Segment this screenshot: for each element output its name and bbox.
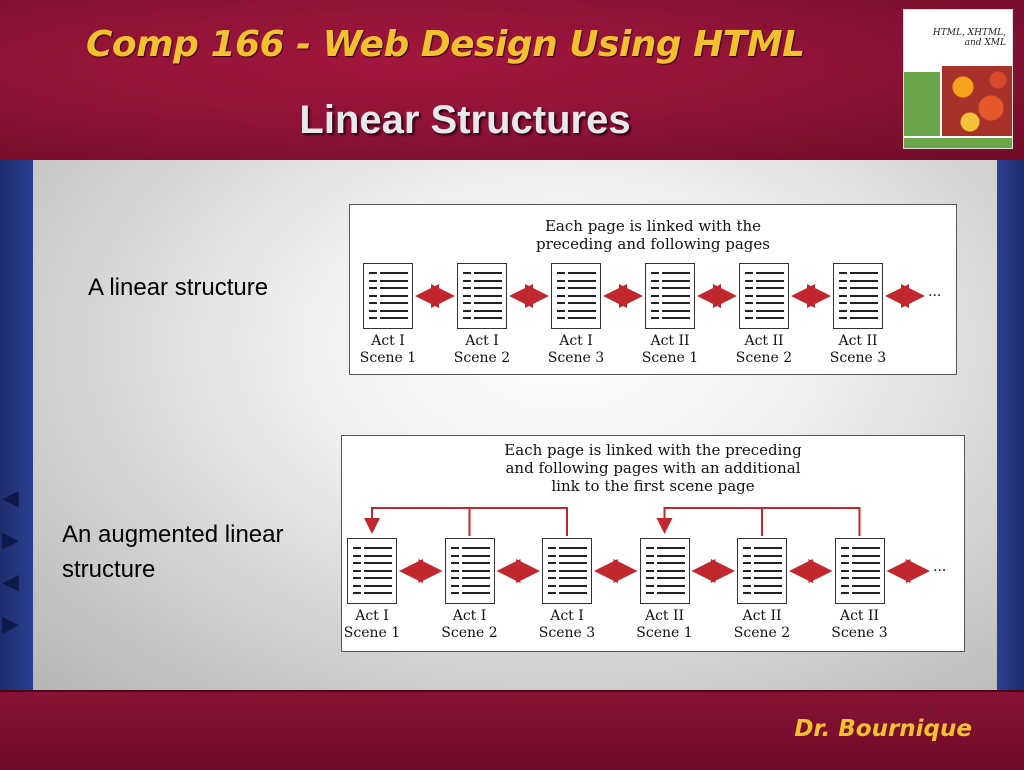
right-side-bar xyxy=(997,160,1024,690)
left-side-bar xyxy=(0,160,33,690)
page-icon xyxy=(639,538,690,604)
page-scene-label: Scene 2 xyxy=(441,625,498,641)
book-cover-art xyxy=(942,66,1012,136)
page-icon xyxy=(347,538,397,604)
slide-title: Linear Structures xyxy=(299,98,631,142)
ellipsis: ··· xyxy=(928,288,941,304)
footer-bar xyxy=(0,690,1024,770)
page-act-label: Act I xyxy=(355,608,389,624)
figure1-caption-line2: preceding and following pages xyxy=(536,235,770,253)
figure2-caption-line3: link to the first scene page xyxy=(551,477,755,495)
augmented-linear-structure-figure: ··· Each page is linked with the precedi… xyxy=(341,435,965,652)
page-act-label: Act I xyxy=(452,608,487,624)
page-act-label: Act I xyxy=(559,333,593,349)
first-slide-icon[interactable]: ◀ xyxy=(2,485,19,510)
page-icon xyxy=(444,538,495,604)
page-scene-label: Scene 1 xyxy=(636,625,693,641)
page-scene-label: Scene 1 xyxy=(343,625,401,641)
figure1-arrows: ··· xyxy=(415,284,941,308)
figure2-label-line1: An augmented linear xyxy=(62,521,284,548)
page-act-label: Act I xyxy=(550,608,584,624)
figure2-caption-line1: Each page is linked with the preceding xyxy=(504,441,802,459)
figure1-label: A linear structure xyxy=(88,274,269,301)
book-cover-image: HTML, XHTML, and XML xyxy=(903,9,1013,149)
page-act-label: Act I xyxy=(371,333,405,349)
page-scene-label: Scene 1 xyxy=(359,350,417,366)
page-scene-label: Scene 3 xyxy=(547,350,605,366)
book-cover-title: HTML, XHTML, and XML xyxy=(932,28,1006,48)
figure1-caption-line1: Each page is linked with the xyxy=(544,217,762,235)
page-icon xyxy=(833,263,883,329)
page-icon xyxy=(739,263,789,329)
page-act-label: Act II xyxy=(839,608,880,624)
page-scene-label: Scene 2 xyxy=(453,350,511,366)
page-scene-label: Scene 2 xyxy=(735,350,793,366)
figure2-label-line2: structure xyxy=(62,556,156,583)
page-number: 6 xyxy=(926,705,933,717)
author-name: Dr. Bournique xyxy=(794,716,972,742)
header-banner: Comp 166 - Web Design Using HTML Linear … xyxy=(0,0,1024,160)
page-icon xyxy=(551,263,601,329)
page-scene-label: Scene 2 xyxy=(733,625,791,641)
page-act-label: Act II xyxy=(744,333,784,349)
page-icon xyxy=(363,263,413,329)
page-icon xyxy=(457,263,507,329)
last-slide-icon[interactable]: ▶ xyxy=(2,611,19,636)
course-title: Comp 166 - Web Design Using HTML xyxy=(86,24,805,65)
page-act-label: Act II xyxy=(742,608,782,624)
page-act-label: Act I xyxy=(465,333,499,349)
figure2-arrows: ··· xyxy=(364,507,946,583)
next-slide-icon[interactable]: ▶ xyxy=(2,527,19,552)
page-icon xyxy=(542,538,592,604)
page-scene-label: Scene 3 xyxy=(538,625,596,641)
ellipsis: ··· xyxy=(933,563,946,579)
page-act-label: Act II xyxy=(644,608,685,624)
page-scene-label: Scene 1 xyxy=(641,350,699,366)
page-act-label: Act II xyxy=(838,333,878,349)
linear-structure-figure: ··· Each page is linked with the precedi… xyxy=(349,204,957,375)
page-icon xyxy=(834,538,885,604)
page-scene-label: Scene 3 xyxy=(831,625,888,641)
previous-slide-icon[interactable]: ◀ xyxy=(2,569,19,594)
page-scene-label: Scene 3 xyxy=(829,350,887,366)
page-icon xyxy=(645,263,695,329)
page-act-label: Act II xyxy=(650,333,690,349)
figure2-caption-line2: and following pages with an additional xyxy=(505,459,801,477)
page-icon xyxy=(737,538,787,604)
